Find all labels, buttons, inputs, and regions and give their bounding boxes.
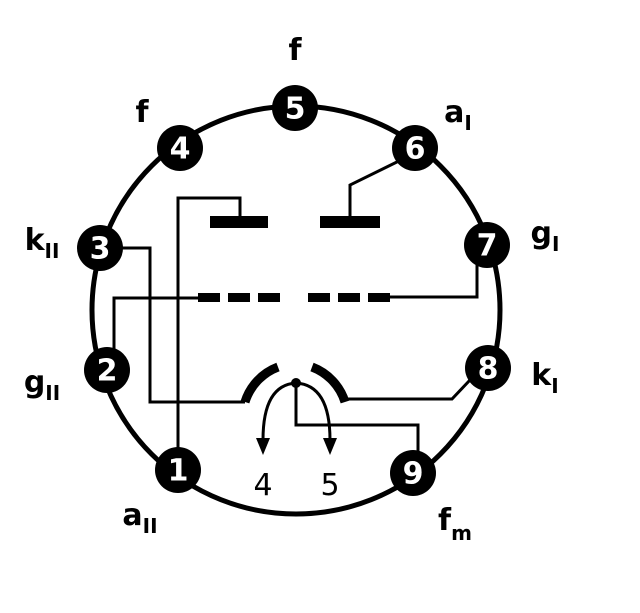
label-pin-8: kI [531, 358, 558, 398]
svg-text:8: 8 [478, 352, 499, 387]
pin-6: 6 [392, 125, 438, 171]
pin-3: 3 [77, 225, 123, 271]
anode-right [320, 216, 380, 228]
wire-pin9-heater [294, 383, 420, 455]
envelope-circle [89, 103, 503, 517]
svg-text:1: 1 [168, 454, 189, 489]
label-pin-7: gI [531, 216, 560, 256]
wire-pin1-anode [176, 196, 242, 460]
svg-text:6: 6 [405, 132, 426, 167]
cathode-right [310, 362, 350, 404]
label-pin-9: fm [438, 503, 472, 545]
arrow-down-icon [323, 438, 337, 455]
wire-pin6-anode [348, 156, 406, 216]
svg-text:4: 4 [170, 132, 191, 167]
wire-pin8-cathode [345, 378, 472, 401]
label-pin-2: gII [24, 365, 60, 405]
wire-pin2-grid [112, 296, 198, 355]
svg-text:2: 2 [97, 354, 118, 389]
cathode-left [240, 362, 280, 404]
svg-text:9: 9 [403, 457, 424, 492]
label-pin-6: aI [444, 95, 472, 135]
pin-1: 1 [155, 447, 201, 493]
label-pin-3: kII [25, 223, 60, 263]
pin-2: 2 [84, 347, 130, 393]
pin-7: 7 [464, 222, 510, 268]
grid-dashes [198, 293, 390, 302]
wire-pin7-grid [390, 255, 479, 299]
pin-4: 4 [157, 125, 203, 171]
anode-left [210, 216, 268, 228]
label-pin-4: f [135, 95, 149, 130]
label-pin-5: f [288, 33, 302, 68]
svg-text:7: 7 [477, 229, 498, 264]
label-pin-1: aII [122, 498, 157, 538]
svg-text:5: 5 [285, 92, 306, 127]
heater-left [261, 381, 297, 441]
heater-label-4: 4 [253, 468, 272, 503]
pin-5: 5 [272, 85, 318, 131]
wire-pin3-cathode [120, 246, 245, 404]
heater-label-5: 5 [320, 468, 339, 503]
pin-8: 8 [465, 345, 511, 391]
pin-9: 9 [390, 450, 436, 496]
arrow-down-icon [256, 438, 270, 455]
svg-text:3: 3 [90, 232, 111, 267]
heater-right [295, 381, 332, 441]
